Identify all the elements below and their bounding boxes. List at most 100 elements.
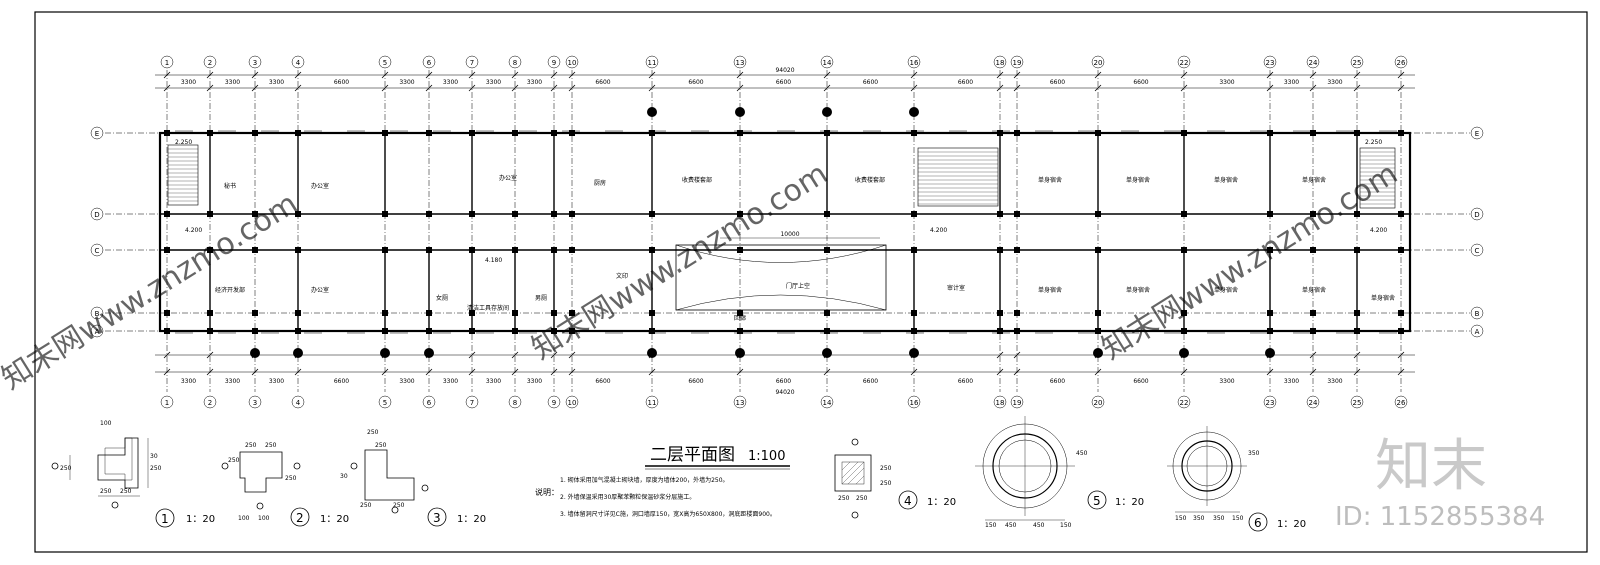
axis-bubble: [508, 55, 522, 69]
column: [997, 247, 1003, 253]
column: [1354, 310, 1360, 316]
notes-line: 2. 外墙保温采用30厚聚苯颗粒保温砂浆分层施工。: [560, 493, 695, 501]
column: [737, 130, 743, 136]
axis-bubble: [1263, 395, 1277, 409]
span-dimension: 3300: [486, 79, 501, 86]
column: [911, 310, 917, 316]
round-column: [1093, 348, 1103, 358]
round-column: [1265, 348, 1275, 358]
detail-2-dim: 100: [238, 515, 250, 522]
round-column: [909, 107, 919, 117]
dimension-tick: [1094, 84, 1102, 92]
detail-5-number: 5: [1093, 494, 1101, 508]
dimension-tick: [1013, 71, 1021, 79]
column: [997, 328, 1003, 334]
axis-number: 19: [1013, 59, 1022, 67]
span-dimension: 3300: [1219, 378, 1234, 385]
column: [911, 247, 917, 253]
detail-5-dim: 150: [985, 522, 997, 529]
column: [512, 310, 518, 316]
column: [1014, 211, 1020, 217]
column: [426, 211, 432, 217]
round-column: [735, 348, 745, 358]
dimension-tick: [511, 71, 519, 79]
axis-bubble: [465, 395, 479, 409]
column: [1095, 310, 1101, 316]
axis-bubble: [733, 395, 747, 409]
span-dimension: 3300: [443, 378, 458, 385]
plan-scale: 1:100: [748, 449, 785, 464]
toilet-elevation: 4.180: [485, 257, 502, 264]
dimension-tick: [1397, 84, 1405, 92]
axis-bubble: [733, 55, 747, 69]
column: [1310, 130, 1316, 136]
dimension-tick: [468, 71, 476, 79]
axis-bubble: [1470, 126, 1484, 140]
dimension-tick: [381, 351, 389, 359]
axis-bubble: [1350, 395, 1364, 409]
column: [1014, 328, 1020, 334]
dimension-tick: [1309, 351, 1317, 359]
dimension-tick: [511, 368, 519, 376]
room-label: 审计室: [947, 284, 965, 292]
column: [569, 211, 575, 217]
column: [295, 130, 301, 136]
axis-number: 3: [253, 59, 257, 67]
span-dimension: 3300: [1219, 79, 1234, 86]
detail-1-scale: 1：20: [186, 514, 215, 525]
span-dimension: 6600: [595, 378, 610, 385]
round-column: [380, 348, 390, 358]
axis-bubble: [907, 395, 921, 409]
span-dimension: 3300: [181, 378, 196, 385]
detail-5-dim: 450: [1076, 450, 1088, 457]
dimension-lines: 1122334455667788991010111113131414161618…: [94, 59, 1479, 407]
dimension-tick: [910, 84, 918, 92]
column: [469, 130, 475, 136]
dimension-tick: [425, 71, 433, 79]
dimension-tick: [648, 368, 656, 376]
dimension-tick: [381, 84, 389, 92]
detail-6-dim: 150: [1175, 515, 1187, 522]
room-label: 文印: [616, 272, 628, 280]
axis-bubble: [248, 395, 262, 409]
dimension-tick: [163, 84, 171, 92]
dimension-tick: [381, 71, 389, 79]
column: [911, 130, 917, 136]
axis-letter: D: [94, 211, 99, 219]
dimension-tick: [1353, 368, 1361, 376]
column: [207, 247, 213, 253]
column: [1267, 211, 1273, 217]
axis-bubble: [203, 395, 217, 409]
dimension-tick: [1353, 71, 1361, 79]
room-label: 单身宿舍: [1371, 294, 1395, 302]
room-label: 经济开发部: [215, 286, 245, 294]
column: [1181, 247, 1187, 253]
axis-number: 20: [1094, 399, 1103, 407]
atrium-void: [675, 244, 887, 311]
dimension-tick: [996, 368, 1004, 376]
dimension-tick: [1180, 71, 1188, 79]
column: [824, 211, 830, 217]
dimension-tick: [823, 351, 831, 359]
column: [824, 328, 830, 334]
detail-1-dim: 250: [60, 465, 72, 472]
dimension-tick: [251, 368, 259, 376]
axis-number: 4: [296, 399, 301, 407]
axis-bubble: [291, 55, 305, 69]
notes-line: 1. 砌体采用加气混凝土砌块墙，厚度为墙体200，外墙为250。: [560, 476, 729, 484]
column: [1095, 211, 1101, 217]
dimension-tick: [1266, 351, 1274, 359]
detail-5-dim: 450: [1005, 522, 1017, 529]
floor-elevation: 4.200: [185, 227, 202, 234]
round-column: [822, 348, 832, 358]
span-dimension: 6600: [1133, 79, 1148, 86]
column: [382, 310, 388, 316]
axis-bubble: [1394, 395, 1408, 409]
dimension-tick: [1180, 84, 1188, 92]
column: [382, 328, 388, 334]
column: [824, 247, 830, 253]
detail-6-number: 6: [1254, 516, 1262, 530]
detail-5-scale: 1：20: [1115, 497, 1144, 508]
room-label: 回廊: [734, 314, 746, 322]
detail-4: [834, 438, 918, 519]
